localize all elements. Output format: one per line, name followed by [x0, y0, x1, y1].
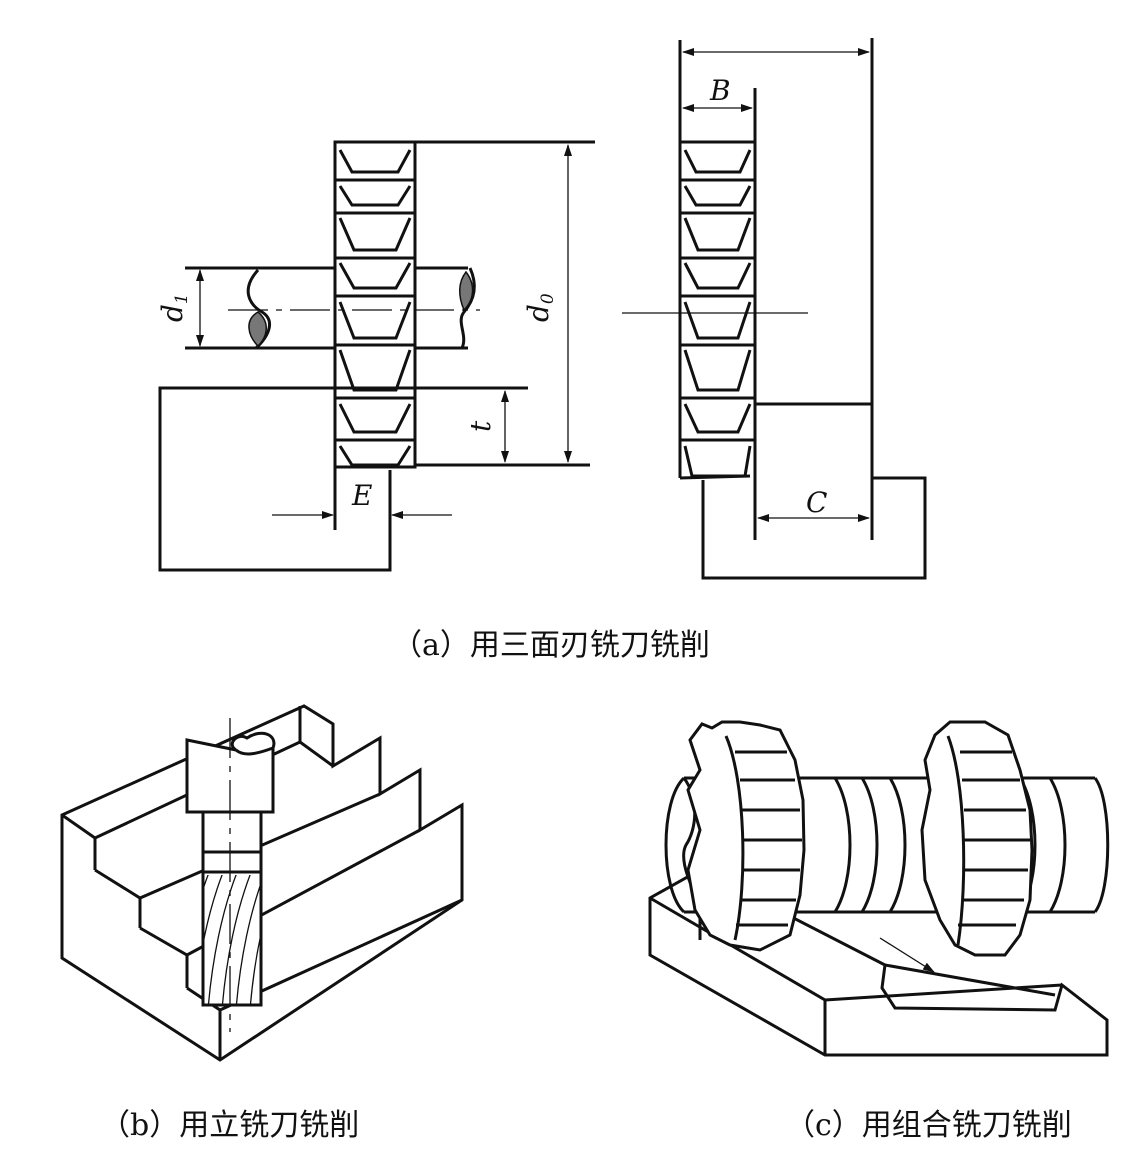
caption-b: （b）用立铣刀铣削: [100, 1108, 360, 1143]
workpiece-a-right: [701, 476, 927, 580]
side-cutter: [333, 140, 417, 469]
workpiece-a-left: [158, 386, 392, 572]
cutter-left: [686, 720, 806, 952]
label-B: B: [709, 74, 731, 107]
cutter-teeth-front: [679, 140, 755, 480]
view-b: [60, 704, 464, 1062]
caption-a: （a）用三面刃铣刀铣削: [392, 628, 710, 663]
cutter-teeth: [335, 149, 415, 467]
label-C: C: [806, 486, 827, 519]
caption-c: （c）用组合铣刀铣削: [785, 1108, 1072, 1143]
label-d0: d0: [522, 293, 558, 322]
cutter-right: [920, 720, 1034, 957]
label-t: t: [464, 420, 497, 432]
label-d1: d1: [156, 293, 192, 322]
end-mill: [185, 718, 276, 1032]
label-E: E: [351, 479, 372, 512]
arbor: [185, 266, 480, 350]
view-a-left: d1 d0 t E: [156, 140, 595, 572]
view-c: [648, 720, 1110, 1057]
view-a-right: B C: [622, 38, 927, 580]
